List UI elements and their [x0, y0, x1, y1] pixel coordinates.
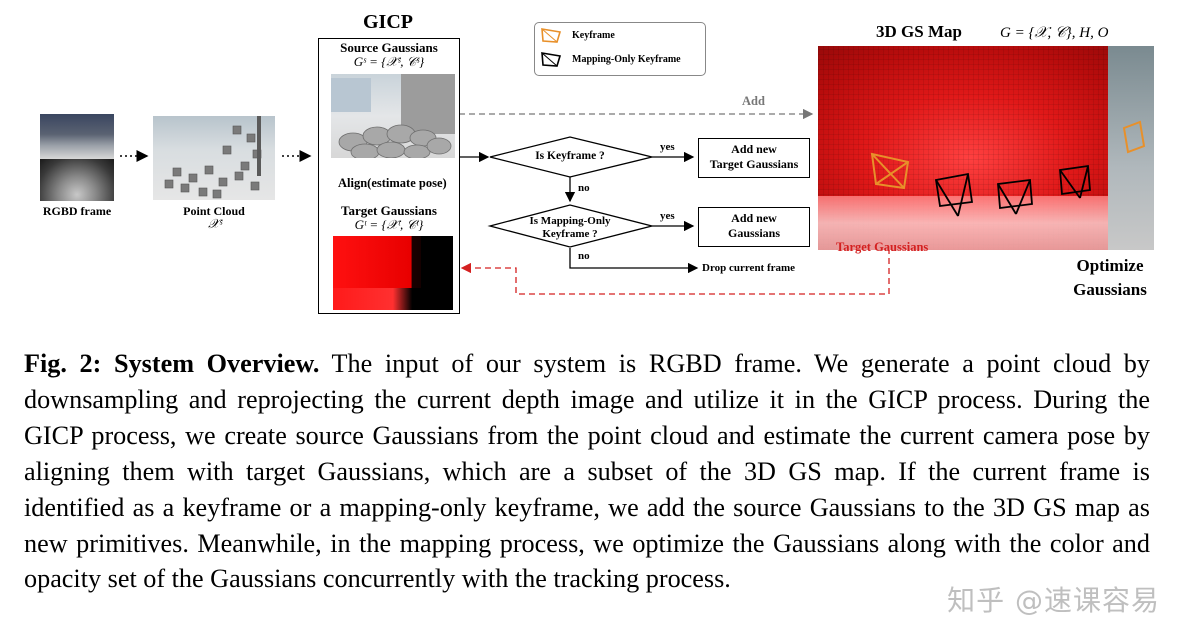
- map-keyframe-markers: [870, 120, 1146, 217]
- point-cloud-image: [153, 116, 275, 200]
- align-label: Align(estimate pose): [338, 176, 447, 190]
- add-target-gaussians-box: [698, 138, 810, 178]
- mapping-only-legend-label: Mapping-Only Keyframe: [572, 54, 681, 65]
- no-label-2: no: [578, 250, 590, 262]
- target-gaussians-title: Target Gaussians: [341, 203, 437, 218]
- target-gaussians-formula: Gᵗ = {𝒳ᵗ, 𝒞ᵗ}: [354, 217, 424, 232]
- yes-label-2: yes: [660, 210, 675, 222]
- yes-label-1: yes: [660, 141, 675, 153]
- gs-map-image: [818, 46, 1154, 250]
- add-target-gaussians-line1: Add new: [731, 142, 777, 156]
- optimize-label-1: Optimize: [1076, 256, 1144, 275]
- drop-frame-label: Drop current frame: [702, 262, 796, 274]
- decision-mapping-only-label-1: Is Mapping-Only: [529, 215, 611, 227]
- caption-body: The input of our system is RGBD frame. W…: [24, 349, 1150, 594]
- decision-mapping-only-shape: [487, 204, 653, 248]
- add-gaussians-line2: Gaussians: [727, 226, 781, 240]
- decision-mapping-only-label-2: Keyframe ?: [542, 228, 598, 240]
- add-label: Add: [742, 94, 765, 108]
- no-label-1: no: [578, 182, 590, 194]
- map-formula: G = {𝒳, 𝒞}, H, O: [1000, 25, 1109, 41]
- decision-keyframe-label: Is Keyframe ?: [535, 150, 605, 162]
- source-gaussians-image: [331, 74, 455, 158]
- source-gaussians-formula: Gˢ = {𝒳ˢ, 𝒞ˢ}: [353, 54, 425, 69]
- rgbd-color-image: [40, 114, 114, 159]
- decision-keyframe-shape: [489, 136, 653, 178]
- map-target-gaussians-label: Target Gaussians: [836, 240, 929, 254]
- source-gaussians-title: Source Gaussians: [340, 40, 438, 55]
- point-cloud-label: Point Cloud: [183, 204, 245, 218]
- site-watermark: 知乎 @速课容易: [947, 584, 1160, 617]
- point-cloud-cubes: [164, 116, 262, 199]
- keyframe-legend-icon: [541, 28, 562, 43]
- gicp-title: GICP: [363, 11, 413, 33]
- add-gaussians-line1: Add new: [731, 211, 777, 225]
- optimize-label-2: Gaussians: [1073, 280, 1147, 299]
- rgbd-frame-label: RGBD frame: [42, 204, 112, 218]
- keyframe-legend-label: Keyframe: [572, 30, 615, 41]
- mapping-only-legend-icon: [541, 52, 562, 67]
- add-target-gaussians-line2: Target Gaussians: [709, 157, 799, 171]
- add-gaussians-box: [698, 207, 810, 247]
- target-gaussians-image: [333, 236, 453, 310]
- rgbd-depth-image: [40, 159, 114, 201]
- legend-box: [534, 22, 706, 76]
- caption-lead: Fig. 2: System Overview.: [24, 349, 320, 378]
- figure-caption: Fig. 2: System Overview. The input of ou…: [24, 346, 1150, 597]
- map-title: 3D GS Map: [876, 22, 962, 41]
- source-ellipsoids: [331, 74, 455, 158]
- point-cloud-symbol: 𝒳ˢ: [208, 216, 222, 231]
